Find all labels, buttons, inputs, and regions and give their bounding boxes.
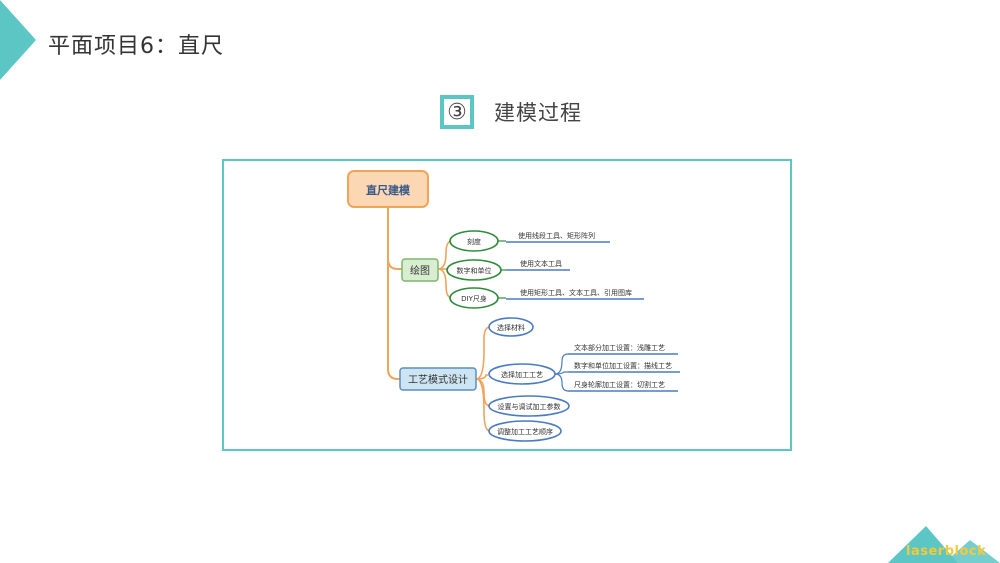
branch1-connector-1 bbox=[437, 240, 453, 270]
branch1-node-label: 绘图 bbox=[410, 264, 430, 277]
branch2-connector-4 bbox=[475, 378, 491, 432]
b1-note-1: 使用线段工具、矩形阵列 bbox=[518, 231, 595, 240]
b2-child-4-node bbox=[488, 420, 562, 442]
b2-child-1-label: 选择材料 bbox=[497, 323, 525, 332]
branch2-connector-3 bbox=[475, 378, 491, 407]
section-title: 建模过程 bbox=[494, 101, 582, 125]
b2-note-3: 尺身轮廓加工设置：切割工艺 bbox=[574, 380, 665, 389]
b2-child-4-label: 调整加工工艺顺序 bbox=[497, 427, 553, 436]
branch1-node bbox=[401, 258, 439, 282]
b1-child-1-label: 刻度 bbox=[467, 237, 481, 246]
section-number-badge: ③ bbox=[440, 95, 474, 129]
b1-note-3: 使用矩形工具、文本工具、引用图库 bbox=[520, 288, 632, 297]
corner-triangle-decoration bbox=[0, 0, 36, 80]
trunk-branch1-connector bbox=[387, 258, 402, 270]
trunk-connector bbox=[387, 207, 402, 380]
branch1-connector-3 bbox=[437, 268, 453, 299]
b1-child-3-label: DIY尺身 bbox=[461, 294, 487, 303]
laserblock-logo-text: laserblock bbox=[906, 544, 987, 559]
section-heading: ③ 建模过程 bbox=[440, 94, 582, 130]
b2-child-3-node bbox=[488, 395, 570, 417]
b2-note-3-connector bbox=[554, 373, 569, 392]
b1-child-2-label: 数字和单位 bbox=[457, 266, 492, 275]
b2-note-2: 数字和单位加工设置：描线工艺 bbox=[574, 361, 672, 370]
b2-note-1: 文本部分加工设置：浅雕工艺 bbox=[574, 343, 665, 352]
branch2-connector-1 bbox=[475, 326, 491, 380]
b1-note-2: 使用文本工具 bbox=[520, 259, 562, 268]
root-node-label: 直尺建模 bbox=[366, 183, 411, 197]
root-node bbox=[347, 170, 429, 208]
slide-title: 平面项目6：直尺 bbox=[48, 34, 224, 59]
b2-note-1-connector bbox=[554, 353, 569, 375]
b2-child-2-label: 选择加工工艺 bbox=[501, 370, 543, 379]
mindmap-frame: 直尺建模 绘图 刻度 数字和单位 DIY尺身 使用线段工具、矩形阵列 使用文本工 bbox=[222, 159, 792, 451]
branch2-node bbox=[399, 367, 477, 391]
branch2-node-label: 工艺模式设计 bbox=[408, 373, 468, 386]
mindmap-diagram: 直尺建模 绘图 刻度 数字和单位 DIY尺身 使用线段工具、矩形阵列 使用文本工 bbox=[347, 170, 680, 442]
b2-child-3-label: 设置与调试加工参数 bbox=[498, 402, 561, 411]
section-number: ③ bbox=[444, 99, 470, 125]
laserblock-logo-shape bbox=[888, 526, 1000, 563]
b2-child-1-node bbox=[488, 317, 534, 337]
